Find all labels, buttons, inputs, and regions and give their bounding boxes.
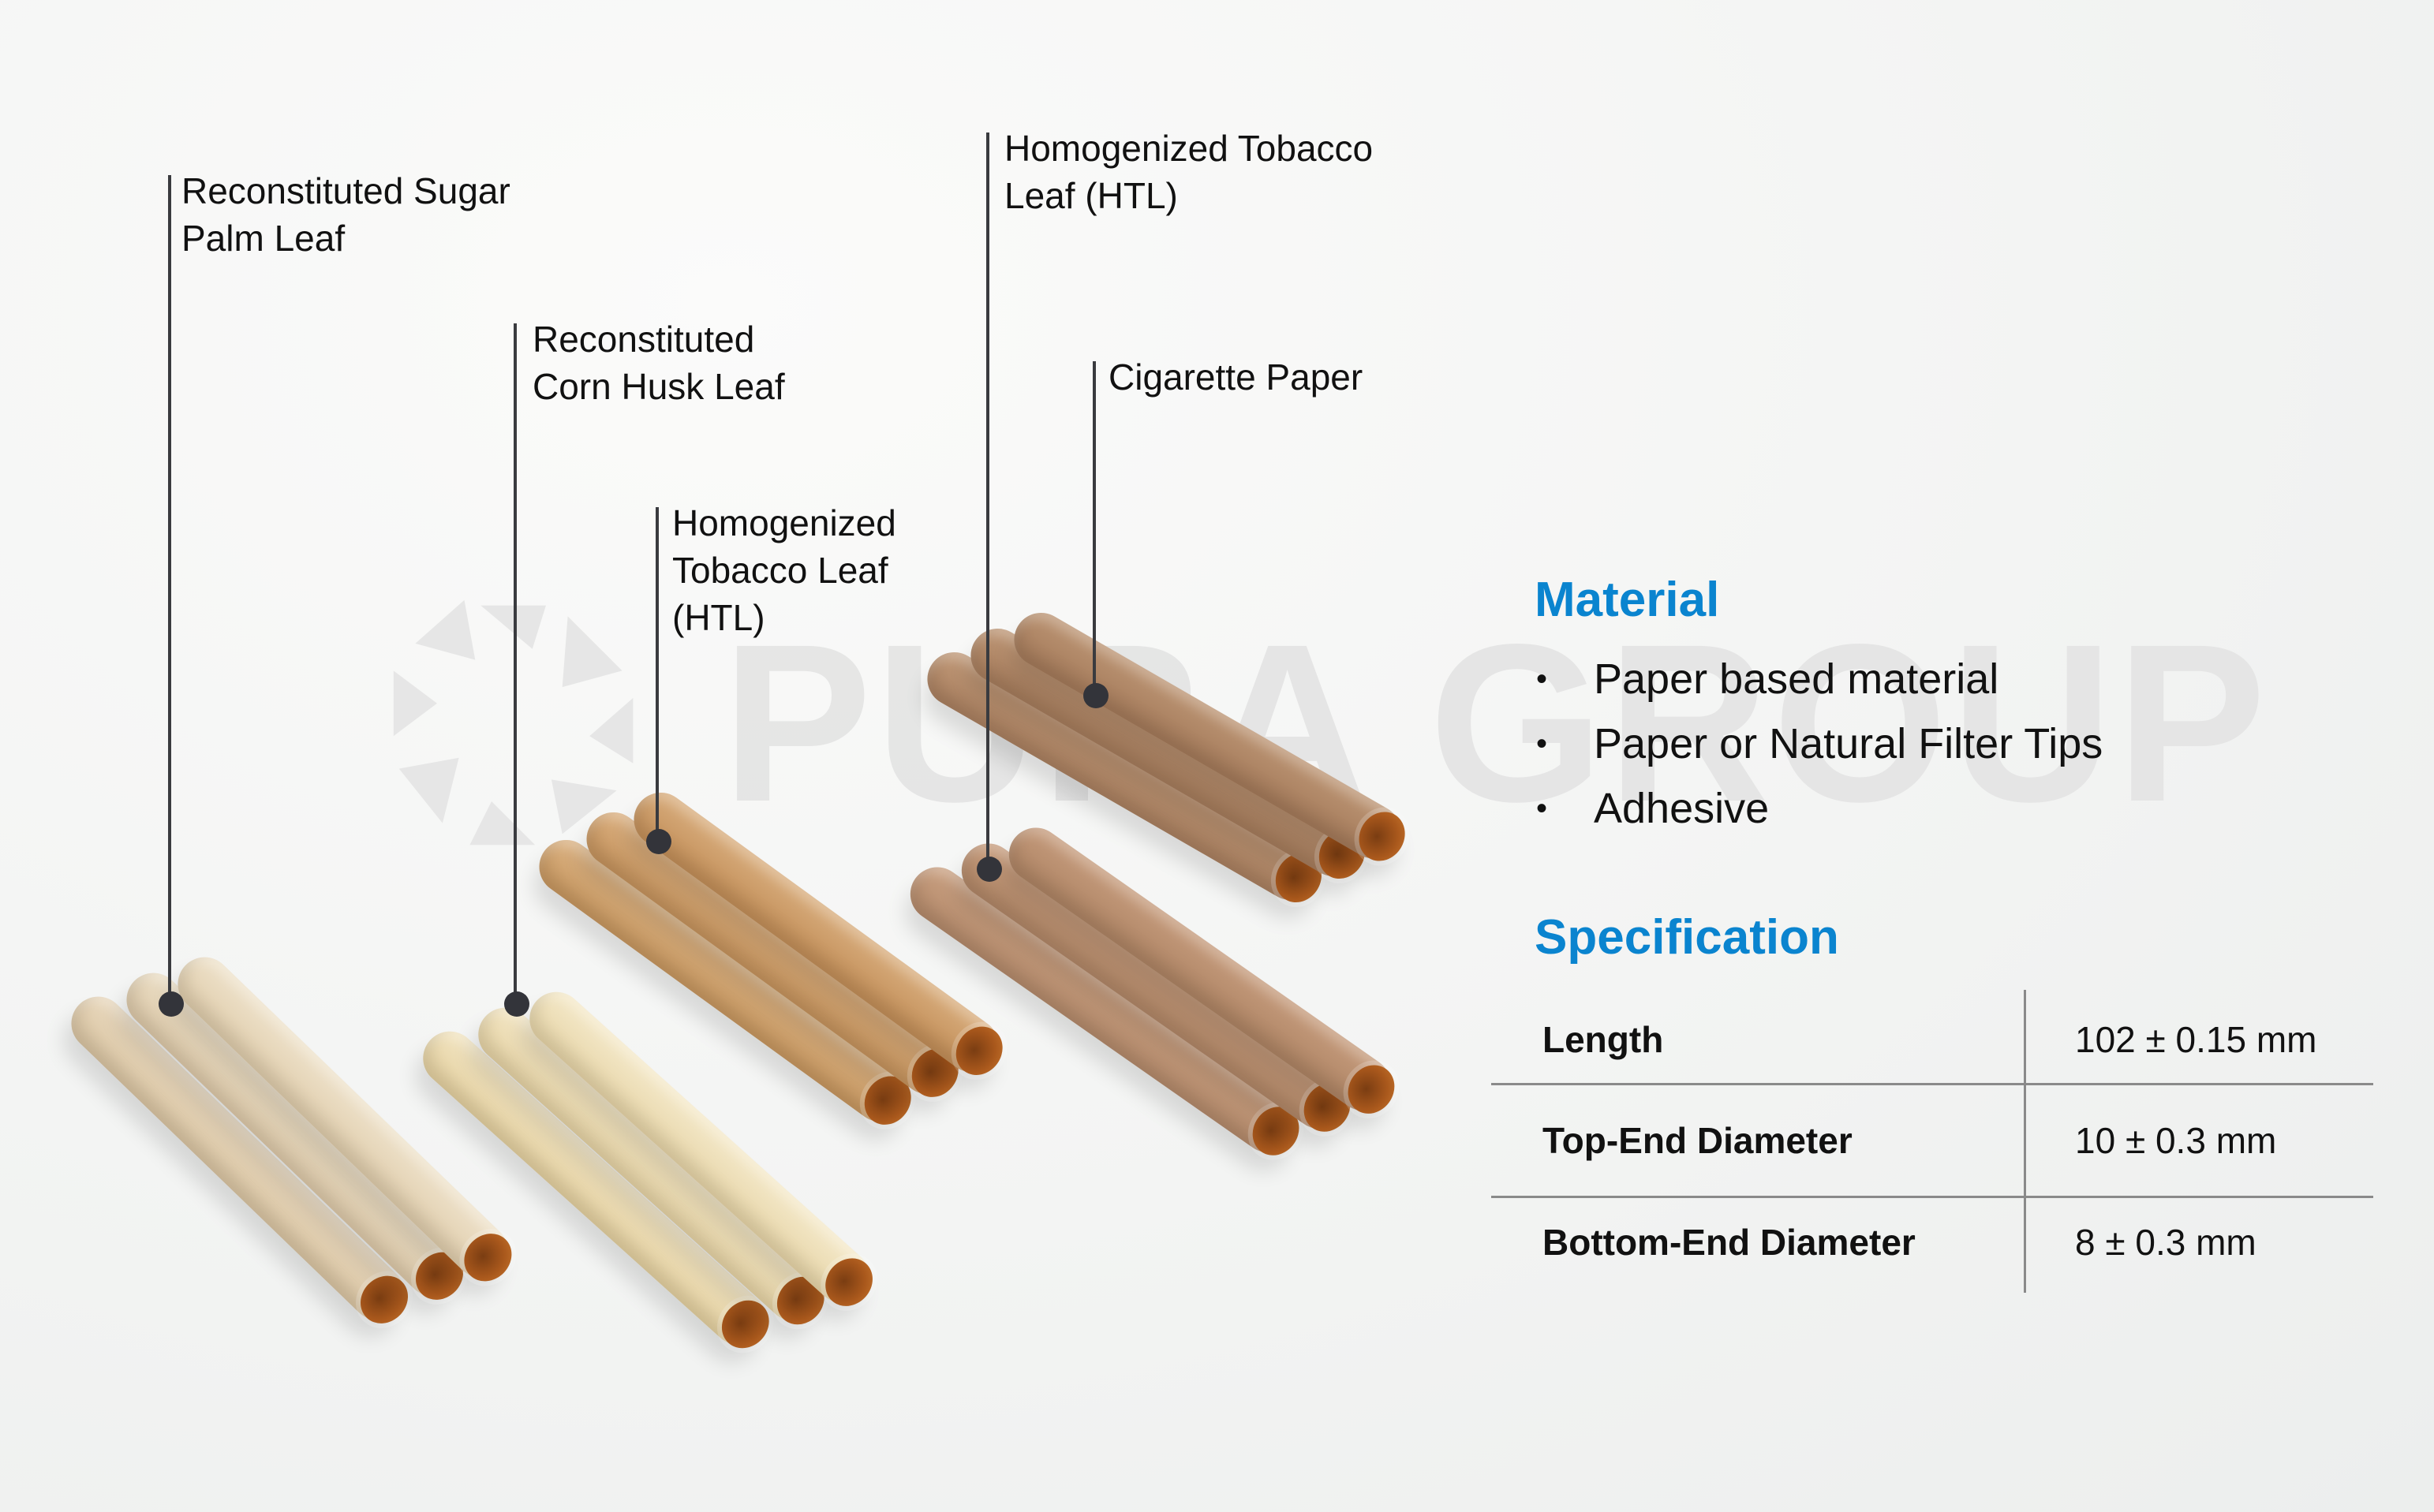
material-item: •Paper based material: [1535, 647, 2103, 711]
aperture-logo-icon: [393, 599, 634, 846]
material-item: •Paper or Natural Filter Tips: [1535, 711, 2103, 776]
callout-label: Homogenized Tobacco Leaf (HTL): [1004, 128, 1374, 216]
spec-label: Top-End Diameter: [1491, 1083, 2026, 1197]
table-row: Length 102 ± 0.15 mm: [1491, 990, 2373, 1085]
table-row: Bottom-End Diameter 8 ± 0.3 mm: [1491, 1196, 2373, 1293]
spec-value: 10 ± 0.3 mm: [2025, 1083, 2373, 1197]
callout-line: [514, 323, 517, 1004]
callout-dot-icon: [1083, 683, 1109, 708]
specification-table: Length 102 ± 0.15 mm Top-End Diameter 10…: [1491, 990, 2373, 1293]
table-row: Top-End Diameter 10 ± 0.3 mm: [1491, 1083, 2373, 1197]
material-list: •Paper based material •Paper or Natural …: [1535, 647, 2103, 841]
material-item: •Adhesive: [1535, 776, 2103, 841]
spec-label: Length: [1491, 990, 2026, 1085]
roll-end: [454, 1223, 522, 1291]
callout-dot-icon: [504, 991, 529, 1017]
material-title: Material: [1535, 573, 1720, 627]
callout-line: [986, 133, 989, 869]
spec-label: Bottom-End Diameter: [1491, 1196, 2026, 1293]
callout-line: [1093, 361, 1096, 696]
bullet-icon: •: [1536, 791, 1548, 826]
callout-line: [656, 507, 659, 842]
callout-label: Reconstituted Corn Husk Leaf: [533, 319, 785, 407]
specification-title: Specification: [1535, 910, 1839, 965]
spec-value: 8 ± 0.3 mm: [2025, 1196, 2373, 1293]
callout-label: Reconstituted Sugar Palm Leaf: [181, 170, 510, 259]
spec-value: 102 ± 0.15 mm: [2075, 1019, 2317, 1060]
callout-dot-icon: [646, 829, 671, 854]
callout-line: [168, 175, 171, 1004]
callout-dot-icon: [159, 991, 184, 1017]
callout-label: Cigarette Paper: [1109, 357, 1363, 398]
bullet-icon: •: [1536, 726, 1548, 761]
bullet-icon: •: [1536, 662, 1548, 696]
callout-dot-icon: [977, 857, 1002, 882]
roll-end: [815, 1249, 883, 1316]
callout-label: Homogenized Tobacco Leaf (HTL): [672, 502, 896, 638]
